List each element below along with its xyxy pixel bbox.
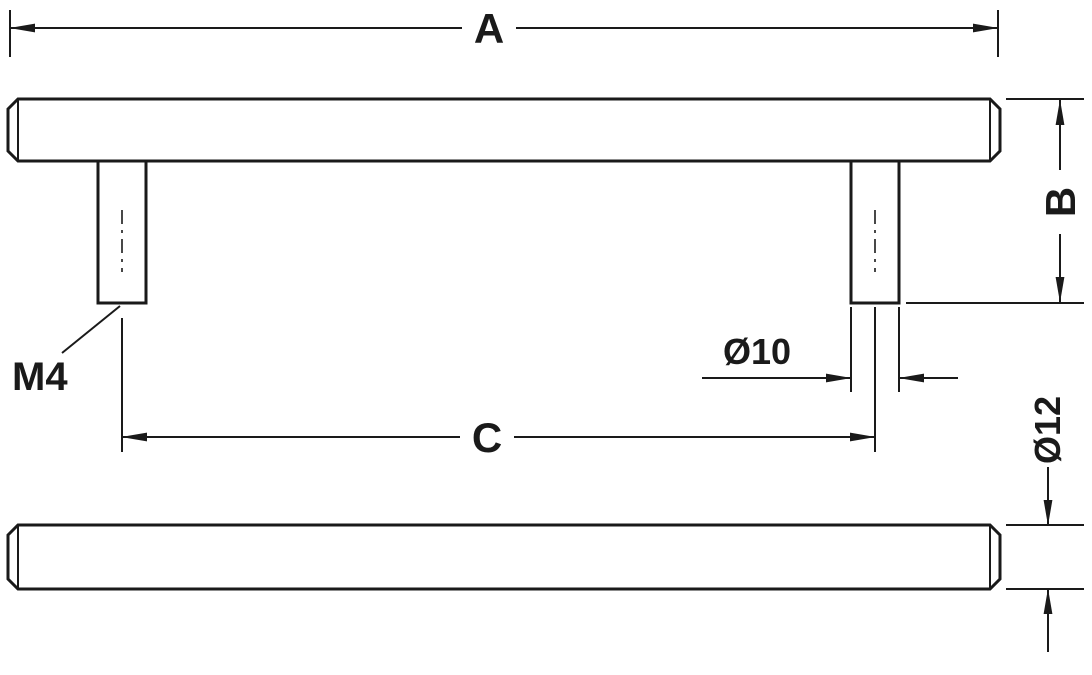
m4-leader-line (61, 305, 121, 354)
handle-bar-outline (6, 97, 1002, 163)
dim-label-bar-diameter: Ø12 (1027, 396, 1068, 464)
bar-side-outline (6, 523, 1002, 591)
side-view (6, 523, 1002, 591)
dimension-c: C (121, 307, 876, 461)
dim-label-height: B (1037, 187, 1084, 217)
dim-label-hole-spacing: C (472, 414, 502, 461)
dimension-b: B (906, 98, 1084, 304)
front-view (6, 97, 1002, 305)
thread-callout: M4 (12, 305, 121, 399)
dimension-a: A (9, 5, 999, 57)
dimension-post-diameter: Ø10 (702, 307, 958, 392)
thread-label: M4 (12, 355, 68, 399)
dim-label-overall-length: A (474, 5, 504, 52)
dimension-bar-diameter: Ø12 (1006, 396, 1084, 652)
dim-label-post-diameter: Ø10 (723, 331, 791, 372)
